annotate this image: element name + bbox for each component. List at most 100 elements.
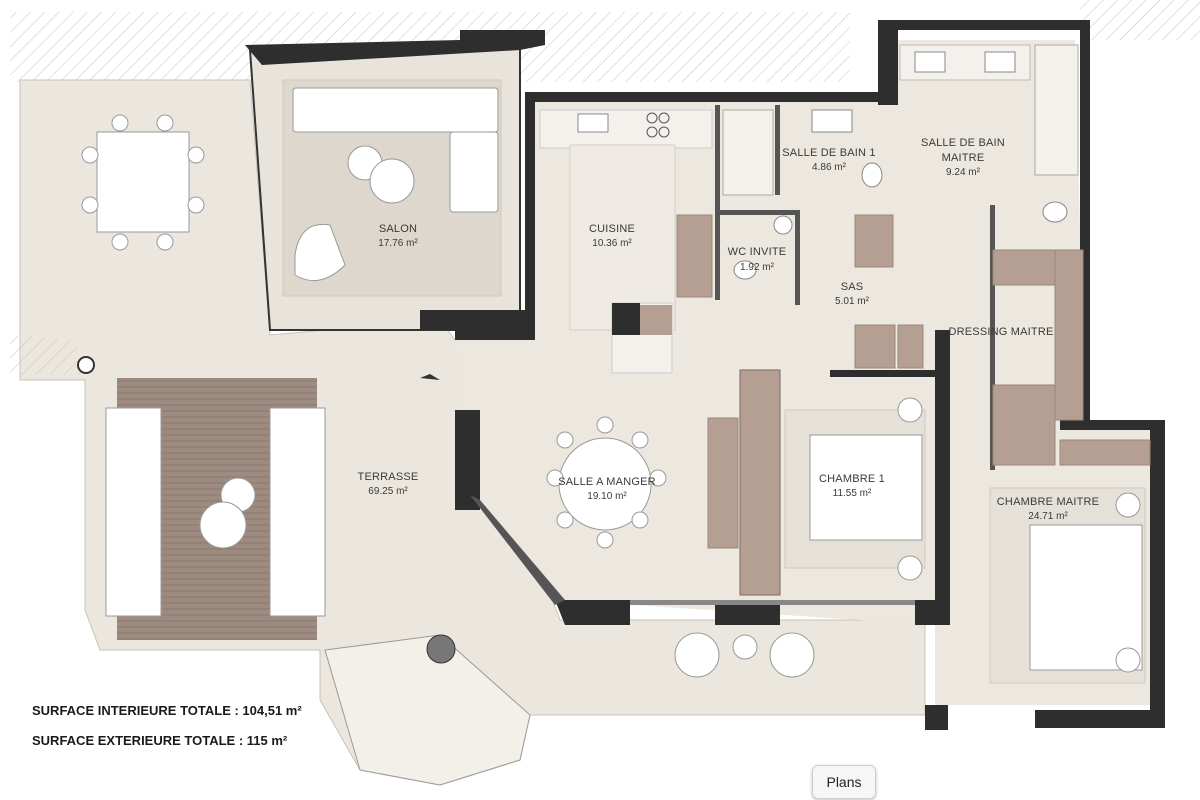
wall-shower-right [775, 105, 780, 195]
wall-wc-right [795, 210, 800, 305]
room-label-terrasse: TERRASSE [358, 471, 419, 483]
sink-sdb1-icon [811, 109, 853, 133]
room-area-chambre-maitre: 24.71 m² [1028, 511, 1068, 522]
chambre-maitre-nightstand-icon [1115, 492, 1141, 518]
sink-sdbm-left-icon [914, 51, 946, 73]
room-label-chambre-maitre: CHAMBRE MAITRE [997, 496, 1099, 508]
kitchen-island [569, 144, 676, 331]
terrace-lounge-chair-icon [674, 632, 720, 678]
terrace-chair-icon [156, 114, 174, 132]
total-interior-surface: SURFACE INTERIEURE TOTALE : 104,51 m² [32, 703, 302, 718]
total-exterior-surface: SURFACE EXTERIEURE TOTALE : 115 m² [32, 733, 288, 748]
sas-cabinet-2 [854, 324, 896, 369]
dressing-cabinet-1 [992, 249, 1056, 286]
chambre1-nightstand-icon [897, 555, 923, 581]
room-area-salon: 17.76 m² [378, 238, 418, 249]
dining-chair-icon [649, 469, 667, 487]
wall-pillar-bottom [925, 705, 948, 730]
toilet-wc-icon [733, 260, 757, 280]
chambre1-bed [809, 434, 923, 541]
salon-armchair-icon [294, 223, 346, 282]
room-label-sdbm: SALLE DE BAIN [921, 137, 1005, 149]
room-label-chambre1: CHAMBRE 1 [819, 473, 885, 485]
terrace-chair-icon [187, 146, 205, 164]
room-label-salon: SALON [379, 223, 417, 235]
dining-chair-icon [631, 511, 649, 529]
room-label-sam: SALLE A MANGER [558, 476, 656, 488]
wall-sam-pillar [455, 410, 480, 510]
plans-button[interactable]: Plans [812, 765, 876, 799]
wall-right-lower [1150, 420, 1165, 728]
cooktop-burner-icon [658, 112, 670, 124]
dining-chair-icon [596, 416, 614, 434]
toilet-sdbm-icon [1042, 201, 1068, 223]
kitchen-fridge [640, 305, 672, 335]
terrace-table [96, 131, 190, 233]
wall-sam-bottom-mid [715, 600, 780, 625]
window-sam-bottom [630, 600, 915, 605]
dressing-cabinet-3 [992, 384, 1056, 466]
room-label-sas: SAS [841, 281, 864, 293]
terrace-chair-icon [81, 146, 99, 164]
kitchen-sink-icon [577, 113, 609, 133]
dressing-cabinet-4 [1059, 439, 1151, 466]
terrace-chair-icon [81, 196, 99, 214]
wall-chambre-maitre-top [1060, 420, 1160, 430]
kitchen-tall-cabinet [676, 214, 713, 298]
terrace-planter-icon [426, 634, 456, 664]
salon-sofa-chaise [449, 131, 499, 213]
shower-sdbm [1034, 44, 1079, 176]
dressing-cabinet-2 [1054, 249, 1084, 421]
dining-chair-icon [546, 469, 564, 487]
wall-wc-left [715, 105, 720, 300]
dining-chair-icon [631, 431, 649, 449]
terrace-chair-icon [156, 233, 174, 251]
chambre-maitre-bed [1029, 524, 1143, 671]
terrace-column-icon [77, 356, 95, 374]
terrace-chair-icon [187, 196, 205, 214]
wall-bath-left [878, 20, 898, 105]
room-area-sdb1: 4.86 m² [812, 162, 847, 173]
wall-chambre-divider [935, 330, 950, 625]
room-label-cuisine: CUISINE [589, 223, 635, 235]
cooktop-burner-icon [658, 126, 670, 138]
terrace-sofa-left [105, 407, 162, 617]
sink-sdbm-right-icon [984, 51, 1016, 73]
room-label-dressing: DRESSING MAITRE [948, 326, 1053, 338]
wall-terrace-entry [420, 310, 535, 340]
exterior-hatch-corner [1080, 0, 1200, 40]
wall-sam-bottom-left [555, 600, 630, 625]
kitchen-counter-top [539, 109, 713, 149]
wall-chambre1-top [830, 370, 935, 377]
room-area-cuisine: 10.36 m² [592, 238, 632, 249]
room-area-sdbm: 9.24 m² [946, 167, 981, 178]
salon-coffee-table-icon [369, 158, 415, 204]
wall-sam-diagonal [470, 495, 565, 605]
terrace-chair-icon [111, 233, 129, 251]
sink-wc-icon [773, 215, 793, 235]
salon-sofa [292, 87, 499, 133]
cooktop-burner-icon [646, 112, 658, 124]
room-area-terrasse: 69.25 m² [368, 486, 408, 497]
terrace-chair-icon [111, 114, 129, 132]
wall-wc-top [720, 210, 800, 215]
room-area-chambre1: 11.55 m² [833, 488, 872, 499]
cooktop-burner-icon [646, 126, 658, 138]
kitchen-pillar [612, 303, 640, 335]
shower-sdb1 [722, 109, 774, 196]
plans-button-label: Plans [826, 774, 862, 790]
dining-chair-icon [556, 431, 574, 449]
toilet-sdb1-icon [861, 162, 883, 188]
terrace-lounge-chair-icon [769, 632, 815, 678]
terrace-side-table-icon [732, 634, 758, 660]
wall-bath-top [878, 20, 1080, 30]
room-label-sdb1: SALLE DE BAIN 1 [782, 147, 876, 159]
room-area-sas: 5.01 m² [835, 296, 870, 307]
dining-chair-icon [556, 511, 574, 529]
room-label-wc: WC INVITE [728, 246, 787, 258]
sam-sideboard [707, 417, 739, 549]
sas-cabinet-3 [897, 324, 924, 369]
terrace-sofa-right [269, 407, 326, 617]
chambre1-nightstand-icon [897, 397, 923, 423]
chambre1-wardrobe [739, 369, 781, 596]
